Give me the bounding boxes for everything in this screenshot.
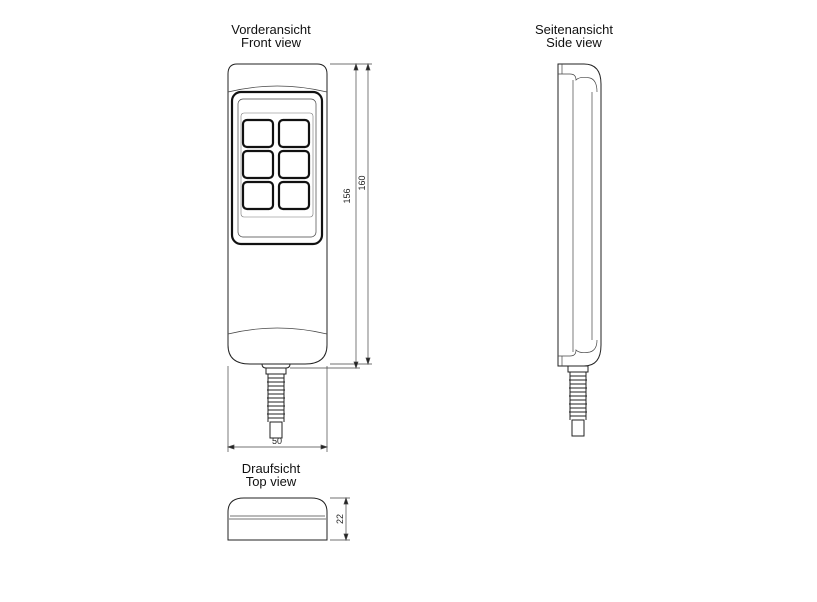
side-bottom-step [558,339,598,357]
key-button [277,118,311,149]
front-view-title-de: Vorderansicht [231,22,311,37]
keypad-inner-frame [237,98,317,238]
side-view-title-de: Seitenansicht [535,22,613,37]
top-view-title-en: Top view [246,474,297,489]
top-housing-outline [227,497,328,541]
key-button [241,149,275,180]
front-view: Vorderansicht Front view [226,22,372,452]
front-strain-relief [265,367,287,439]
side-view-title-en: Side view [546,35,602,50]
top-view: Draufsicht Top view 22 [227,461,350,542]
front-cable-outlet [261,363,291,369]
keypad-frame [230,90,324,246]
keypad-key-area [240,112,314,218]
inner-height-dimension-value: 156 [342,188,352,203]
key-button [277,149,311,180]
side-housing-outline [557,63,602,367]
front-bottom-cap-line [227,327,328,335]
height-dimensions: 156 160 [290,62,372,370]
key-button [241,180,275,211]
key-button [241,118,275,149]
key-button [277,180,311,211]
keypad-keys [241,118,311,211]
depth-dimension-value: 22 [335,514,345,524]
width-dimension-value: 50 [272,436,282,446]
side-view: Seitenansicht Side view [535,22,613,437]
width-dimension: 50 [226,366,329,452]
depth-dimension: 22 [330,496,350,542]
front-housing-outline [227,63,328,365]
front-top-cap-line [227,85,328,93]
front-view-title-en: Front view [241,35,302,50]
top-view-title-de: Draufsicht [242,461,301,476]
side-top-step [558,73,598,93]
side-strain-relief [567,365,589,437]
outer-height-dimension-value: 160 [357,175,367,190]
